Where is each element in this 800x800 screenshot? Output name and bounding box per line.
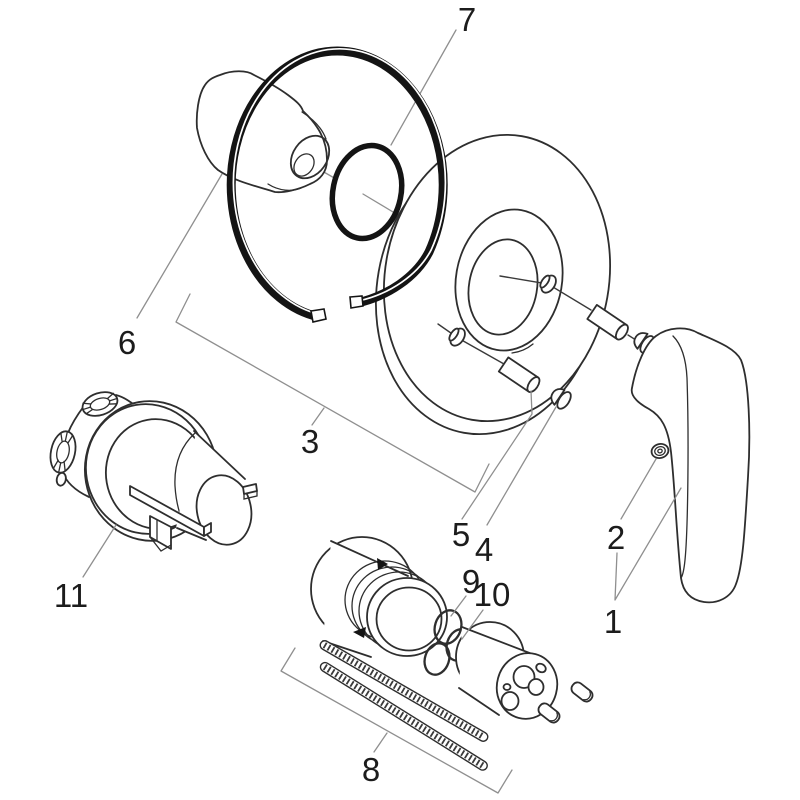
valve-tab-right	[242, 483, 258, 495]
cartridge-hole-5	[502, 683, 512, 691]
part-label-3: 3	[301, 423, 319, 460]
sleeve-nut-rim	[366, 577, 448, 657]
leader-6	[136, 173, 223, 319]
sleeve-cone-arc-bottom	[267, 183, 302, 191]
escutcheon-boss	[454, 208, 564, 352]
handle	[630, 327, 751, 604]
escutcheon-hole	[467, 238, 539, 336]
valve-body	[49, 391, 258, 552]
valve-port-left	[49, 430, 77, 487]
ceramic-cartridge	[455, 621, 559, 720]
snap-ring-highlight	[232, 47, 447, 316]
snap-ring	[226, 46, 448, 323]
leader-11	[82, 524, 117, 578]
sleeve-nut-rim-inner	[375, 586, 443, 652]
rotation-arrow-top	[377, 558, 388, 570]
cartridge-pins	[537, 681, 594, 724]
part-label-5: 5	[452, 516, 470, 553]
handle-screw-plug	[650, 442, 670, 460]
cartridge-hole-4	[500, 691, 520, 711]
escutcheon-boss-depth	[511, 343, 534, 354]
leader-8	[373, 732, 388, 753]
o-ring-extra	[423, 642, 451, 676]
part-labels: 1 2 3 4 5 6 7 8 9 10 11	[54, 1, 625, 788]
handle-contour	[672, 335, 689, 579]
leader-3	[311, 407, 325, 426]
rod-1-threads	[322, 642, 486, 740]
part-label-7: 7	[458, 1, 476, 38]
sleeve-bore	[289, 134, 331, 180]
rotation-arrow-bottom	[353, 627, 366, 638]
part-label-4: 4	[475, 531, 493, 568]
sleeve-bore-exit	[293, 153, 315, 177]
part-label-6: 6	[118, 324, 136, 361]
snap-ring-band	[226, 46, 448, 322]
part-label-2: 2	[607, 519, 625, 556]
leader-lines	[82, 173, 682, 794]
part-label-11: 11	[54, 577, 88, 614]
leader-5	[461, 390, 533, 520]
snap-ring-end-cap-2	[349, 295, 364, 309]
cartridge-hole-3	[527, 678, 545, 696]
bracket-8	[280, 647, 513, 794]
part-label-1: 1	[604, 603, 622, 640]
sleeve-cone-arc-top	[301, 111, 327, 140]
screw-upper-shaft	[586, 303, 629, 341]
part-label-8: 8	[362, 751, 380, 788]
cartridge-sleeve-nut	[310, 536, 448, 658]
part-label-10: 10	[474, 576, 511, 613]
cartridge-hole-2	[535, 662, 547, 674]
leader-9	[450, 595, 467, 617]
leader-4	[486, 406, 557, 526]
pin-2	[537, 702, 561, 724]
valve-port-top	[81, 391, 119, 417]
cap-screw-lower	[550, 388, 572, 410]
bracket-3	[175, 293, 490, 493]
screw-lower	[437, 323, 541, 393]
leader-10	[461, 609, 484, 640]
leader-1	[614, 487, 682, 601]
valve-bracket-bottom	[149, 515, 172, 550]
o-ring-7	[329, 142, 405, 242]
pin-1	[570, 681, 594, 703]
threaded-rods	[319, 640, 489, 771]
leader-2	[620, 458, 657, 520]
threaded-rod-2	[319, 661, 488, 771]
part-label-9: 9	[462, 563, 480, 600]
leader-7	[390, 29, 457, 146]
screw-lower-shaft	[497, 356, 541, 393]
snap-ring-end-cap-1	[310, 308, 327, 323]
